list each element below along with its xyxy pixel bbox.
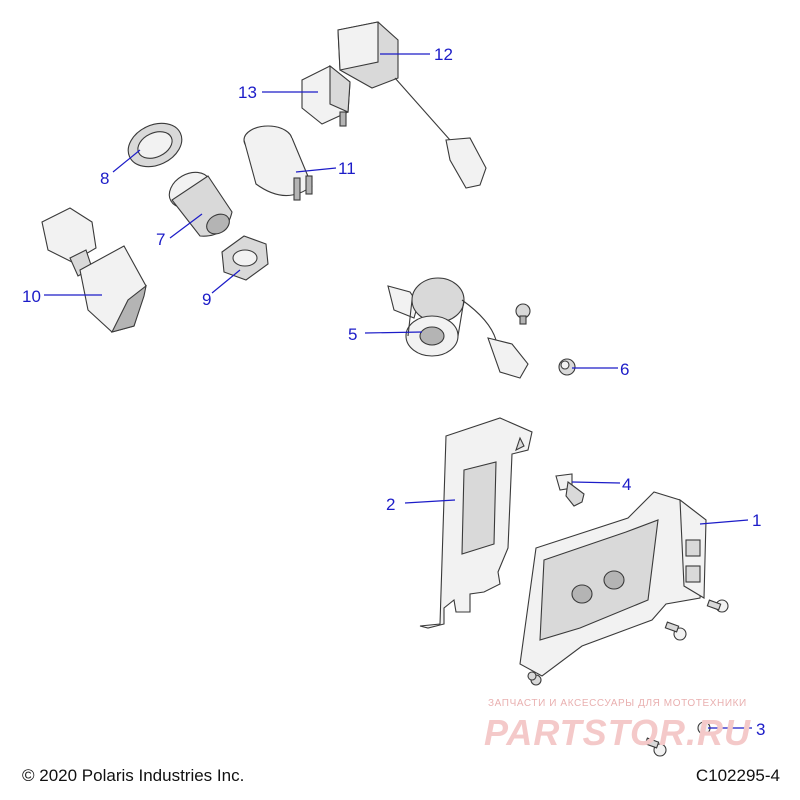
leader-9 xyxy=(211,269,241,294)
callout-6: 6 xyxy=(620,360,629,379)
callout-13: 13 xyxy=(238,83,257,102)
watermark-logo: PARTSTOR.RU xyxy=(484,712,752,753)
copyright-text: © 2020 Polaris Industries Inc. xyxy=(22,766,245,785)
part-11-cylinder xyxy=(243,125,313,201)
part-2-bracket xyxy=(419,417,533,629)
drawing-id: C102295-4 xyxy=(695,766,780,785)
callout-11: 11 xyxy=(338,159,356,178)
part-13-relay xyxy=(301,64,351,127)
watermark-tagline: ЗАПЧАСТИ И АКСЕССУАРЫ ДЛЯ МОТОТЕХНИКИ xyxy=(488,698,747,709)
part-10-key-switch xyxy=(41,207,147,333)
callout-3: 3 xyxy=(756,720,765,739)
part-9-nut xyxy=(221,235,269,281)
callout-7: 7 xyxy=(156,230,165,249)
leader-lines xyxy=(44,53,752,729)
leader-4 xyxy=(571,481,621,484)
part-3-screws xyxy=(644,599,729,757)
part-4-bolt xyxy=(555,473,585,507)
callout-9: 9 xyxy=(202,290,211,309)
leader-8 xyxy=(112,149,141,173)
part-5-sensor xyxy=(387,277,529,379)
callout-5: 5 xyxy=(348,325,357,344)
callout-4: 4 xyxy=(622,475,631,494)
callout-2: 2 xyxy=(386,495,395,514)
callout-8: 8 xyxy=(100,169,109,188)
part-6-fastener xyxy=(515,303,576,376)
part-8-ring xyxy=(127,122,183,168)
callout-10: 10 xyxy=(22,287,41,306)
part-7-socket xyxy=(168,171,233,237)
callout-1: 1 xyxy=(752,511,761,530)
callout-12: 12 xyxy=(434,45,453,64)
callout-labels: 1 2 3 4 5 6 7 8 9 10 11 12 13 xyxy=(22,45,765,739)
part-1-ecu xyxy=(519,491,707,686)
leader-11 xyxy=(295,167,337,173)
leader-5 xyxy=(364,331,423,334)
leader-1 xyxy=(699,519,749,525)
leader-7 xyxy=(169,213,203,239)
leader-2 xyxy=(404,499,456,504)
part-12-connector xyxy=(337,21,487,189)
